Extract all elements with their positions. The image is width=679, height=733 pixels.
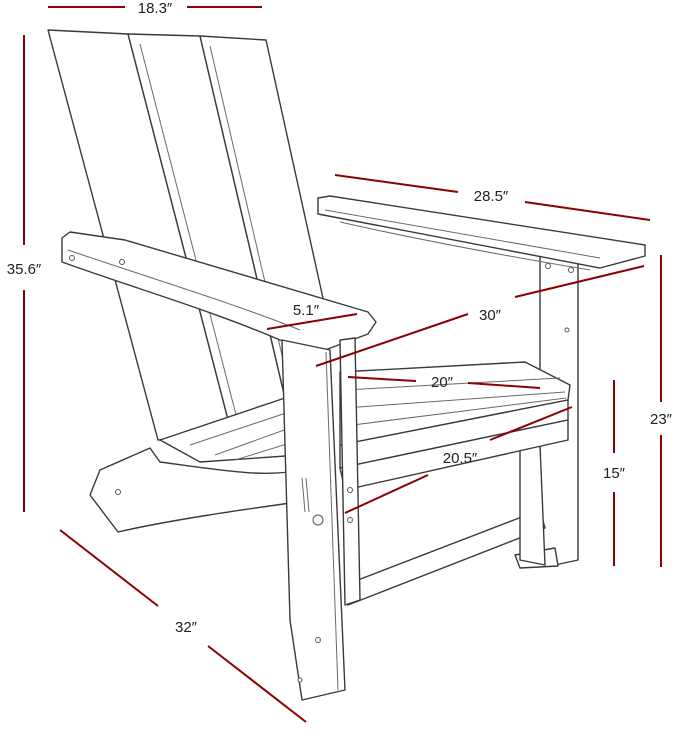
seat-depth-line-left	[347, 376, 417, 382]
back-width-label: 18.3″	[138, 0, 173, 17]
left-armrest	[61, 231, 377, 351]
arm-width-label: 5.1″	[293, 302, 320, 319]
overall-width-label: 30″	[479, 307, 502, 324]
arm-length-line-left	[334, 174, 459, 193]
seat-front-leg	[339, 337, 361, 606]
dimension-lines	[23, 6, 662, 723]
seat-width-line-left	[344, 474, 429, 514]
arm-length-label: 28.5″	[474, 188, 509, 205]
arm-width-line	[266, 313, 358, 330]
seat-width-label: 20.5″	[443, 450, 478, 467]
arm-height-label: 23″	[650, 411, 673, 428]
overall-depth-label: 32″	[175, 619, 198, 636]
dimension-labels: 18.3″ 35.6″ 28.5″ 5.1″ 30″ 20″ 20.5″ 15″…	[7, 0, 673, 636]
seat-depth-line-right	[467, 382, 541, 389]
seat-depth-label: 20″	[431, 374, 454, 391]
right-armrest	[317, 195, 646, 271]
overall-width-line-right	[514, 265, 645, 298]
depth-line-top	[59, 529, 159, 607]
lower-frame	[344, 444, 546, 606]
seat-height-label: 15″	[603, 465, 626, 482]
total-height-label: 35.6″	[7, 261, 42, 278]
overall-width-line-left	[315, 313, 469, 367]
chair-drawing	[47, 29, 646, 701]
front-leg	[281, 339, 346, 701]
seat-width-line-right	[489, 406, 573, 441]
arm-length-line-right	[524, 201, 651, 221]
depth-line-bottom	[207, 645, 307, 723]
